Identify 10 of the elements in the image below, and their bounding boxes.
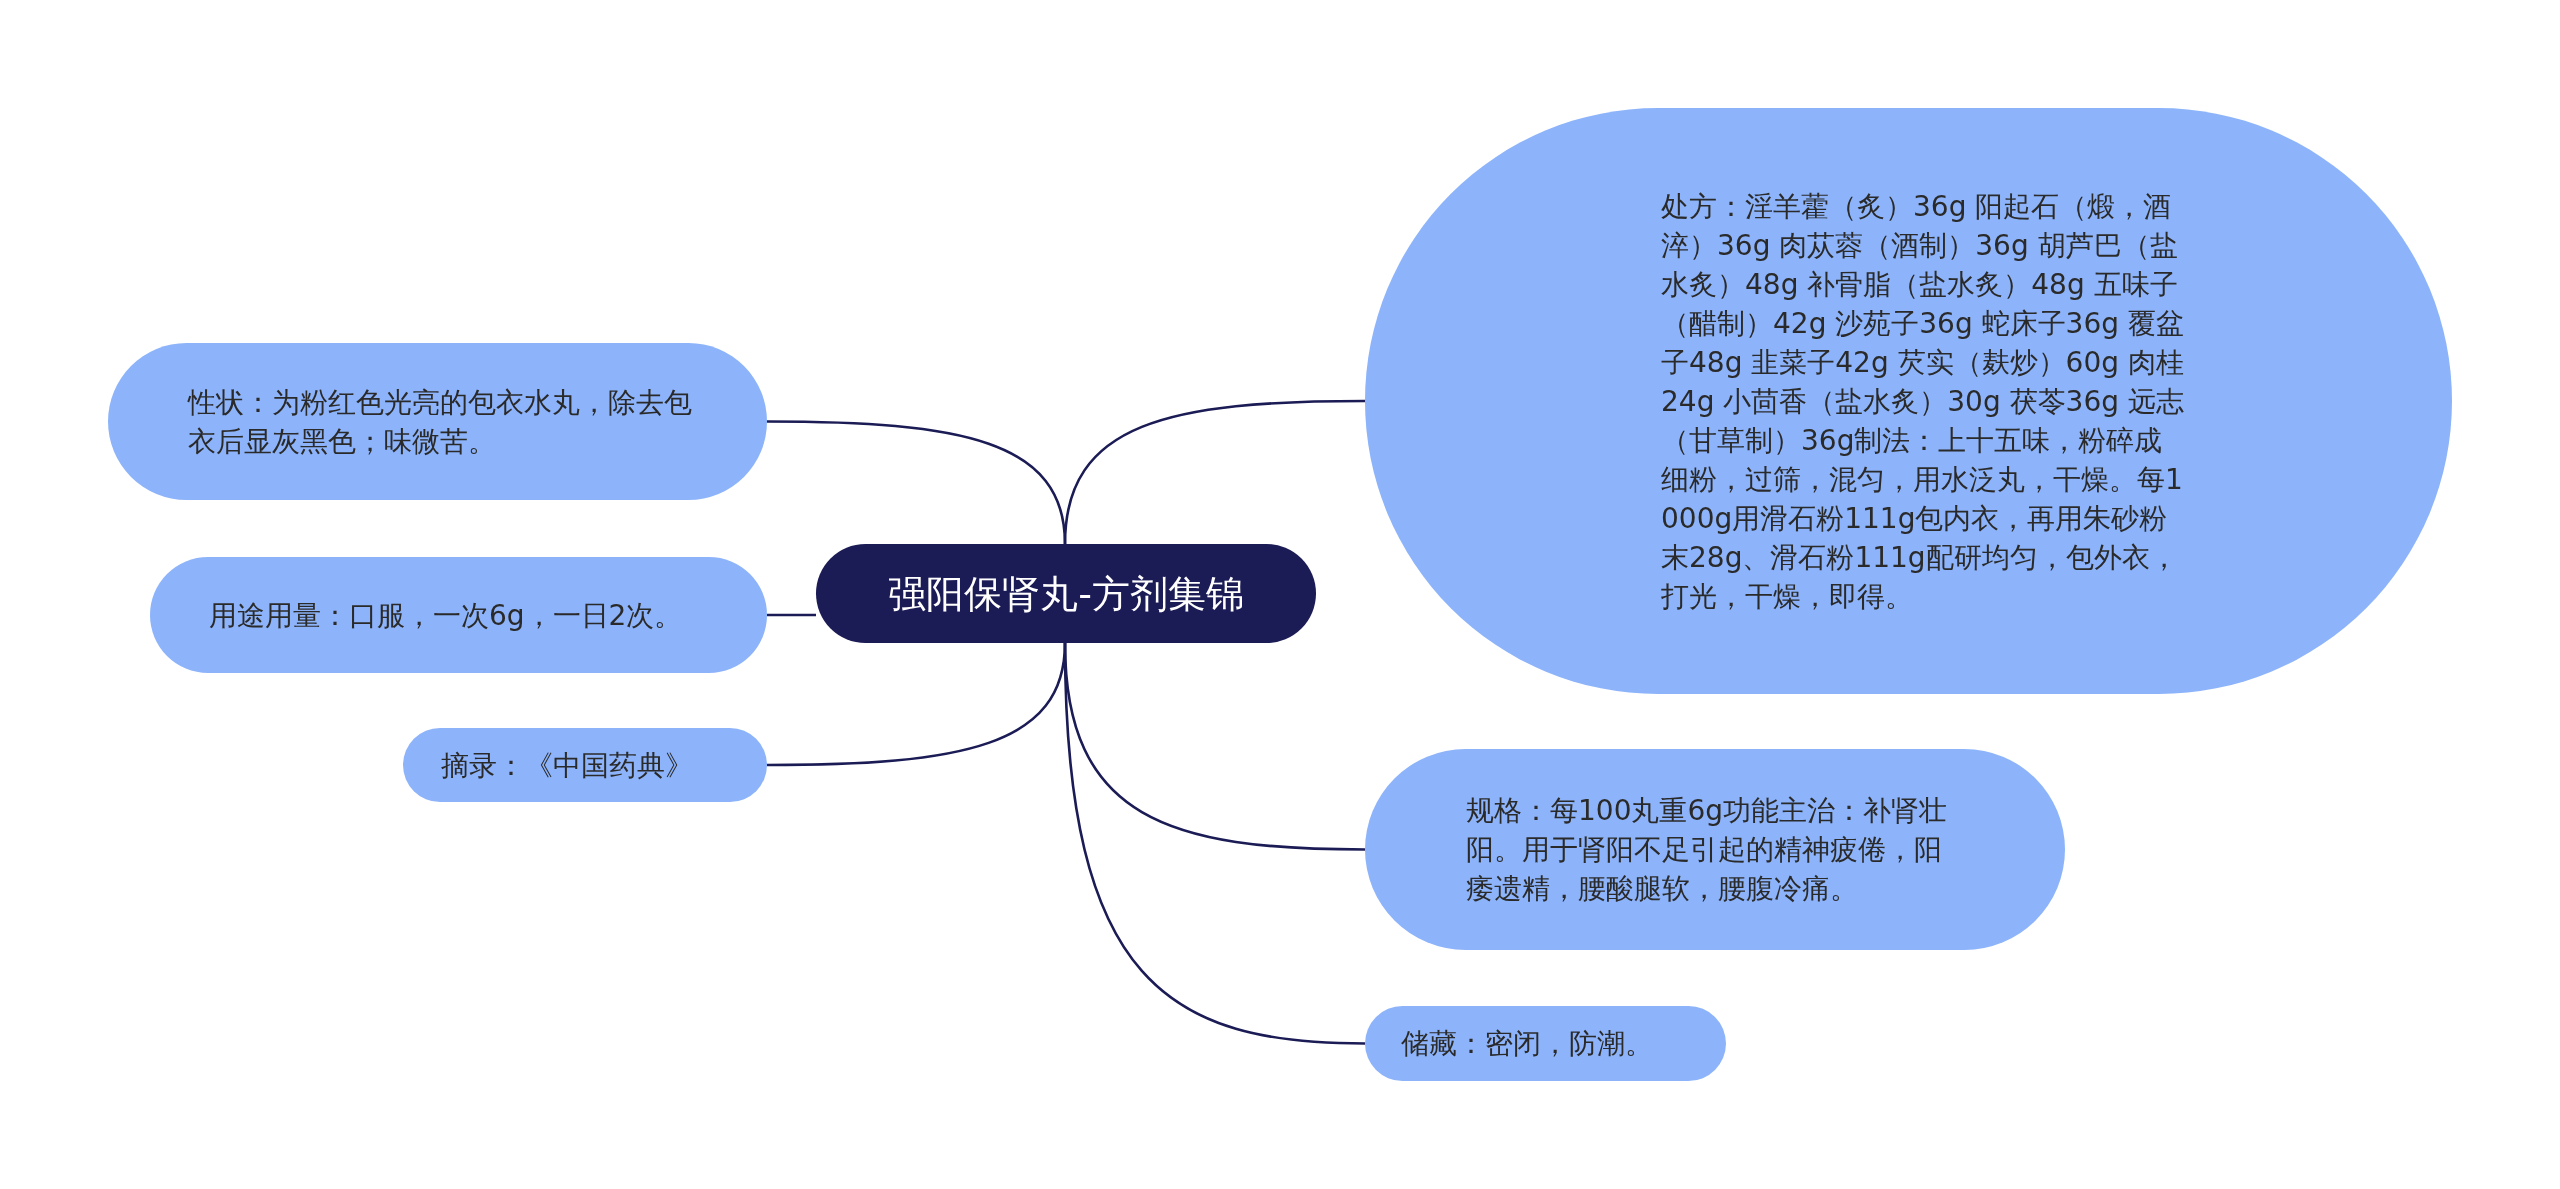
topic-text: 用途用量：口服，一次6g，一日2次。 xyxy=(209,597,684,634)
central-topic-text: 强阳保肾丸-方剂集锦 xyxy=(888,570,1244,618)
topic-text: 储藏：密闭，防潮。 xyxy=(1401,1026,1654,1062)
topic-text: 摘录：《中国药典》 xyxy=(441,747,694,784)
connector-line xyxy=(1063,642,1366,1045)
topic-text: 性状：为粉红色光亮的包衣水丸，除去包衣后显灰黑色；味微苦。 xyxy=(188,384,693,460)
connector-line xyxy=(767,613,816,617)
connector-line xyxy=(1063,399,1365,545)
topic-text: 规格：每100丸重6g功能主治：补肾壮阳。用于肾阳不足引起的精神疲倦，阳痿遗精，腰酸腿软，腰腹冷痛。 xyxy=(1466,793,1949,907)
topic-text: 处方：淫羊藿（炙）36g 阳起石（煅，酒淬）36g 肉苁蓉（酒制）36g 胡芦巴（盐水炙）48g 补骨脂（盐水炙）48g 五味子（醋制）42g 沙苑子36g 蛇床子36g 覆盆子48g 韭菜子42g 芡实（麸炒）60g 肉桂24g 小茴香（盐水炙）30g 茯苓36g 远志（甘草制）36g制法：上十五味，粉碎成细粉，过筛，混匀，用水泛丸，干燥。每1000g用滑石粉111g包内衣，再用朱砂粉末28g、滑石粉111g配研均匀，包外衣，打光，干燥，即得。 xyxy=(1661,188,2185,615)
